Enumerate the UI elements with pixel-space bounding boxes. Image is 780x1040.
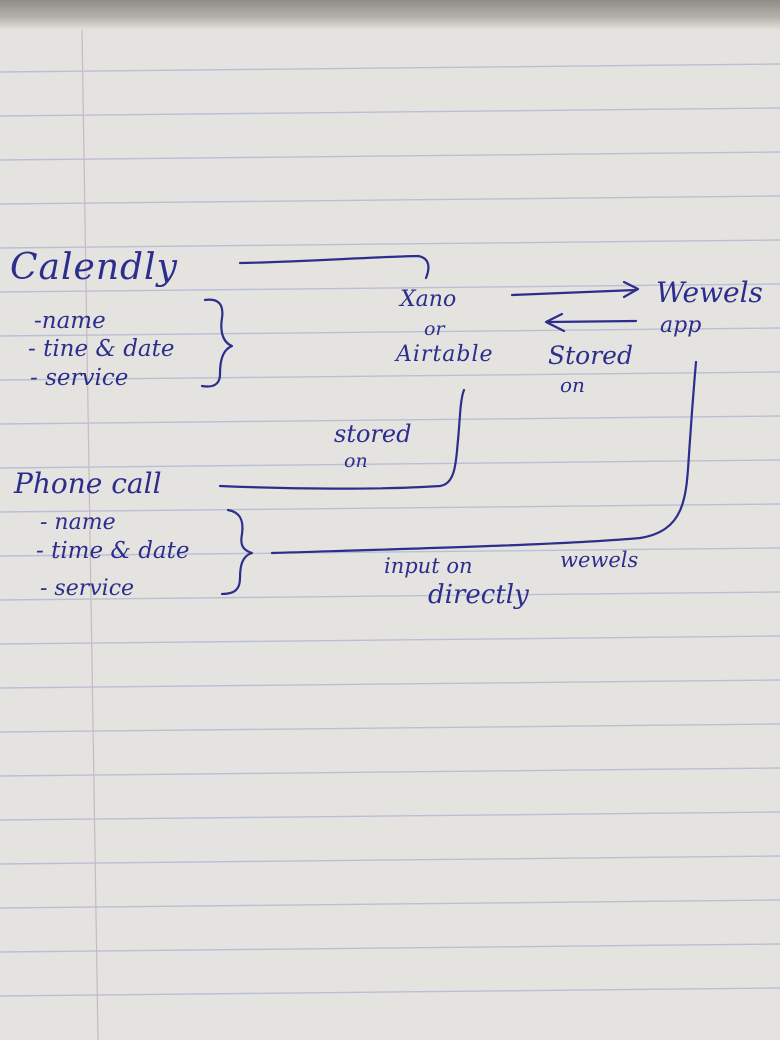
phone-title: Phone call [14,467,162,500]
stored-on-left-label-1: stored [334,420,412,448]
stored-on-right-label-2: on [560,373,585,397]
ruled-line [0,547,780,557]
db-xano-label: Xano [400,287,457,312]
app-wewels-label: Wewels [656,276,763,309]
app-app-label: app [660,313,702,338]
ruled-line [0,635,780,645]
ruled-line [0,239,780,249]
arrow-db-to-app [510,288,638,297]
db-or-label: or [424,318,445,340]
ruled-line [0,459,780,469]
calendly-title: Calendly [10,247,178,288]
phone-field-service: - service [40,576,135,601]
connector-phone-to-db [218,388,466,490]
input-label-3: directly [428,580,529,610]
ruled-line [0,811,780,821]
ruled-line [0,591,780,601]
connector-calendly-to-db [238,254,430,280]
ruled-line [0,107,780,117]
input-label-2: wewels [560,548,639,572]
ruled-line [0,327,780,337]
arrowhead-db-to-app [622,280,640,299]
ruled-line [0,195,780,205]
margin-line [81,29,99,1040]
page-shadow [0,0,780,30]
arrow-app-to-db [546,319,638,324]
ruled-line [0,371,780,381]
calendly-field-service: - service [30,365,129,391]
ruled-line [0,723,780,733]
ruled-line [0,987,780,997]
connector-phone-to-app [270,360,698,555]
stored-on-right-label-1: Stored [548,341,633,370]
input-label-1: input on [384,554,473,578]
ruled-line [0,63,780,73]
db-airtable-label: Airtable [396,342,494,367]
brace-calendly [200,298,234,388]
ruled-line [0,943,780,953]
stored-on-left-label-2: on [344,450,368,472]
ruled-line [0,283,780,293]
ruled-line [0,767,780,777]
ruled-line [0,503,780,513]
ruled-line [0,151,780,161]
phone-field-datetime: - time & date [36,538,190,564]
ruled-line [0,415,780,425]
ruled-line [0,899,780,909]
brace-phone [220,508,254,596]
ruled-line [0,679,780,689]
calendly-field-name: -name [34,308,106,334]
arrowhead-app-to-db [544,312,566,333]
phone-field-name: - name [40,510,116,535]
calendly-field-datetime: - tine & date [28,336,175,362]
ruled-line [0,855,780,865]
